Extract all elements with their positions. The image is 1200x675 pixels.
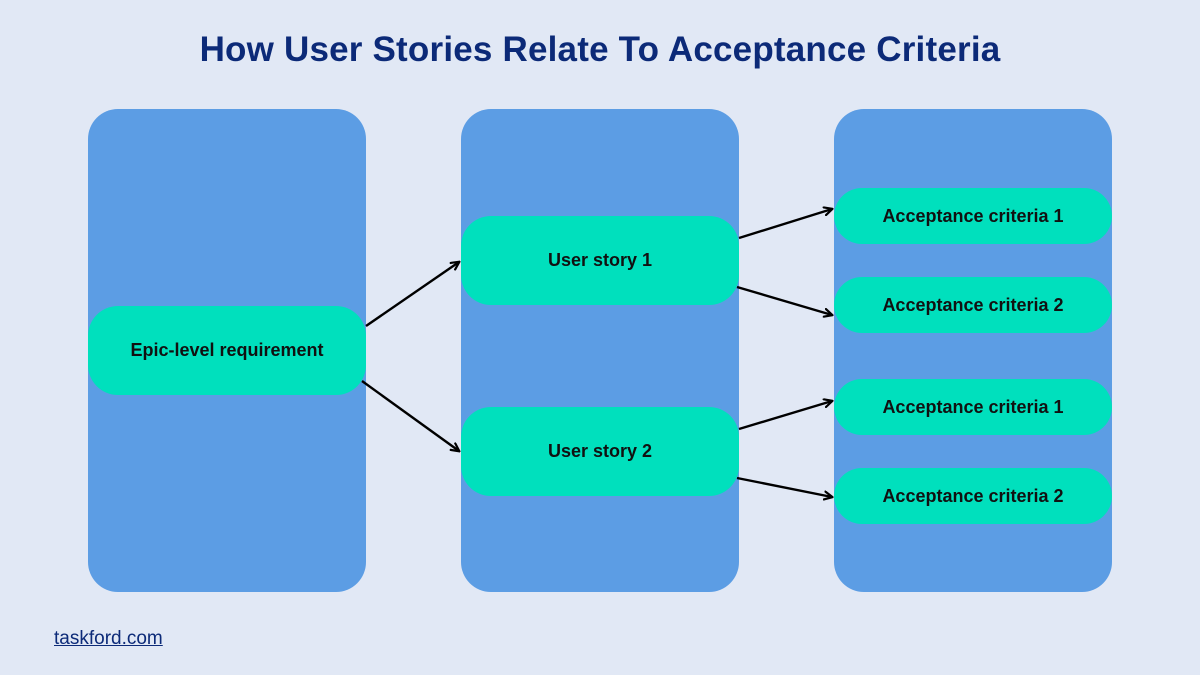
story-1-acceptance-criteria-2-node: Acceptance criteria 2 <box>834 277 1112 333</box>
story-2-acceptance-criteria-2-node: Acceptance criteria 2 <box>834 468 1112 524</box>
acceptance-criteria-label: Acceptance criteria 2 <box>882 294 1064 315</box>
story-2-acceptance-criteria-1-node: Acceptance criteria 1 <box>834 379 1112 435</box>
acceptance-criteria-label: Acceptance criteria 2 <box>882 485 1064 506</box>
taskford-website-link[interactable]: taskford.com <box>54 628 163 649</box>
arrow-epic-to-story-1 <box>365 262 459 327</box>
user-story-1-label: User story 1 <box>547 250 653 270</box>
story-1-acceptance-criteria-1-node: Acceptance criteria 1 <box>834 188 1112 244</box>
user-stories-column <box>461 109 739 592</box>
arrow-story-1-to-criteria-1 <box>738 209 832 240</box>
epic-requirement-node: Epic-level requirement <box>88 306 366 395</box>
arrow-story-2-to-criteria-1 <box>738 401 832 431</box>
arrow-story-1-to-criteria-2 <box>736 285 832 315</box>
acceptance-criteria-label: Acceptance criteria 1 <box>882 205 1064 226</box>
user-story-1-node: User story 1 <box>461 216 739 305</box>
user-story-2-node: User story 2 <box>461 407 739 496</box>
arrow-story-2-to-criteria-2 <box>736 476 832 497</box>
epic-requirement-label: Epic-level requirement <box>130 340 324 360</box>
diagram-title: How User Stories Relate To Acceptance Cr… <box>199 30 1001 69</box>
arrow-epic-to-story-2 <box>361 380 459 451</box>
user-story-2-label: User story 2 <box>547 441 653 461</box>
acceptance-criteria-label: Acceptance criteria 1 <box>882 396 1064 417</box>
